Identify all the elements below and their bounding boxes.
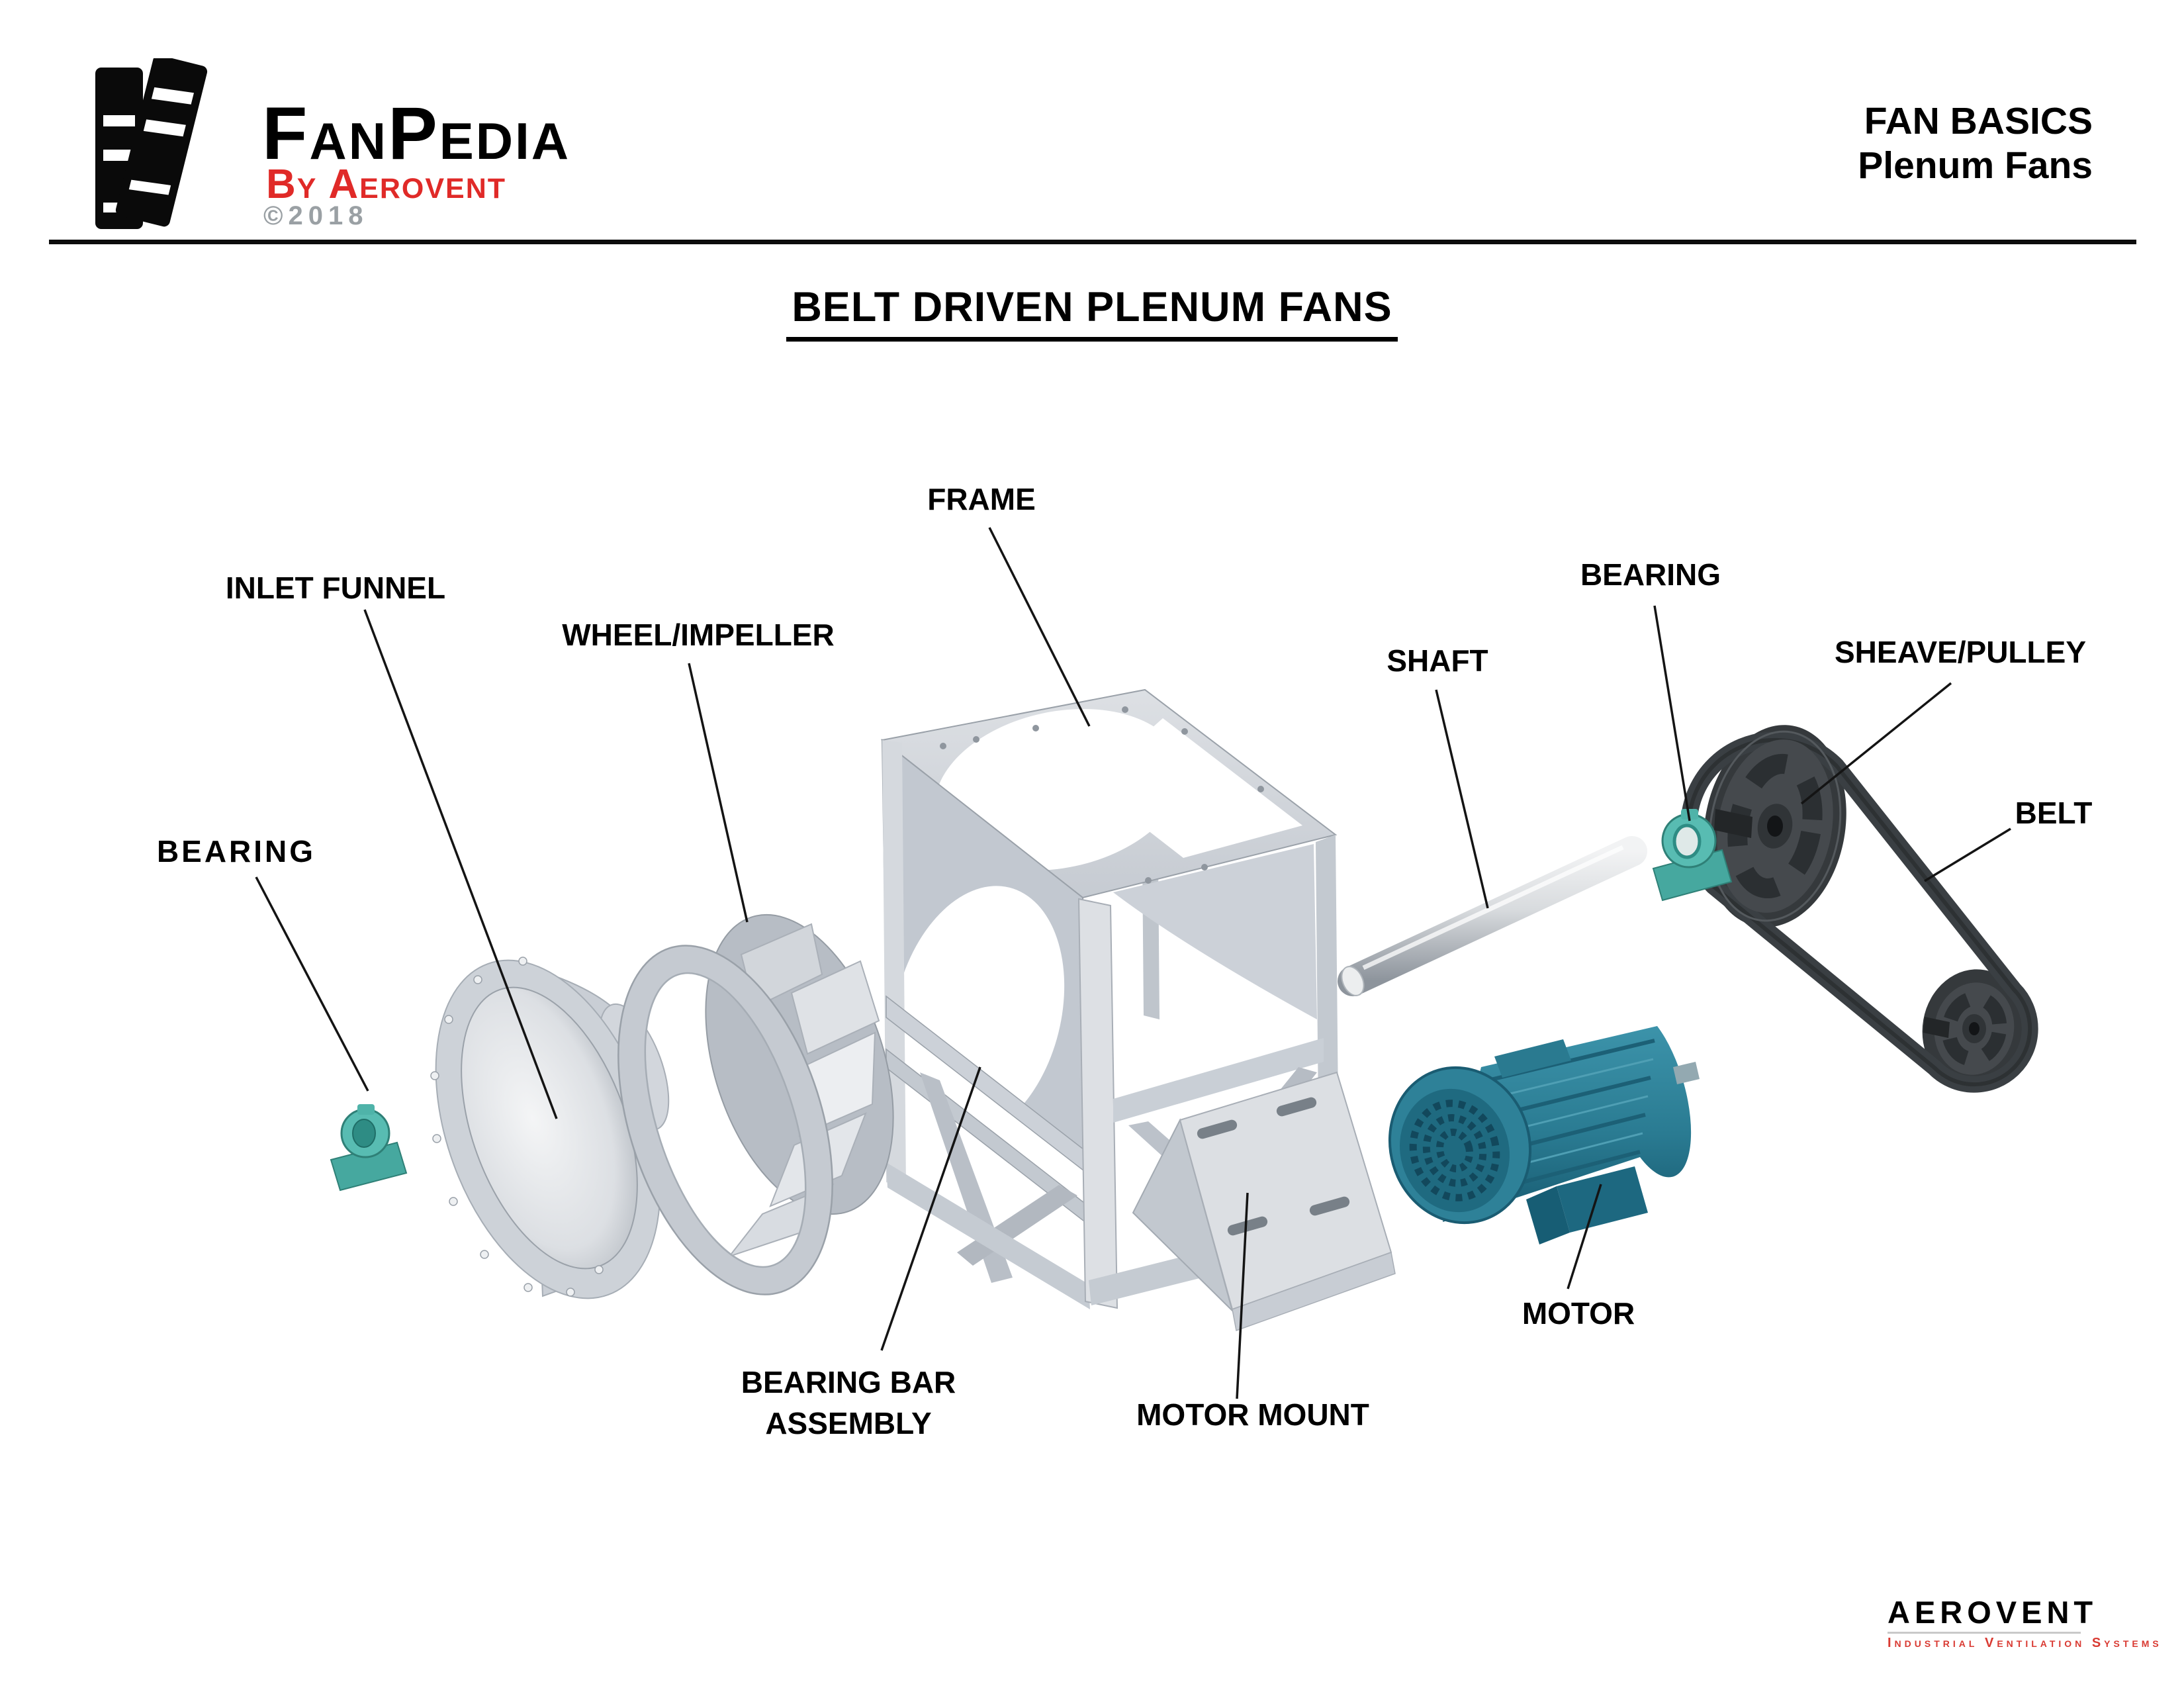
label-bearing-bar-line1: BEARING BAR [741, 1365, 956, 1399]
brand-title: FanPedia [262, 92, 571, 175]
bearing-left-block [330, 1104, 408, 1192]
belt-drive [1680, 725, 2038, 1093]
label-motor: MOTOR [1522, 1296, 1635, 1331]
sheave-pulley-large [1708, 730, 1842, 922]
funnel-flange-bolt-holes [430, 957, 604, 1297]
frame-right-mid-rail [1113, 1038, 1324, 1123]
label-bearing-right: BEARING [1580, 557, 1721, 592]
motor [1388, 1026, 1700, 1244]
frame-front-post [1077, 898, 1118, 1309]
sheave-large-hub-stub [1714, 809, 1752, 838]
leader-lines [255, 527, 2011, 1399]
motor-mount-flange [1232, 1251, 1396, 1332]
label-bearing-left: BEARING [157, 834, 316, 868]
motor-shaft-stub [1673, 1062, 1700, 1084]
bearing-left-bore [352, 1119, 376, 1148]
label-motor-mount: MOTOR MOUNT [1136, 1397, 1369, 1432]
impeller-front-ring [617, 945, 833, 1295]
bearing-right-leader [1653, 605, 1691, 821]
page-title-text: BELT DRIVEN PLENUM FANS [786, 283, 1398, 342]
footer-brand-logo: AEROVENT Industrial Ventilation Systems [1888, 1597, 2159, 1650]
label-frame: FRAME [927, 482, 1036, 516]
footer-divider [1888, 1632, 2081, 1634]
section-title: FAN BASICS [1864, 100, 2093, 142]
label-bearing-bar-line2: ASSEMBLY [765, 1406, 931, 1440]
label-inlet-funnel: INLET FUNNEL [226, 571, 445, 605]
footer-tagline: Industrial Ventilation Systems [1888, 1636, 2162, 1650]
label-wheel-impeller: WHEEL/IMPELLER [562, 618, 834, 652]
sheave-pulley-small [1923, 982, 2015, 1075]
bearing-left-lug [357, 1104, 375, 1115]
bearing-right-bore [1672, 823, 1702, 859]
belt-leader [1924, 827, 2011, 882]
motor-foot-rear [1557, 1166, 1648, 1233]
shaft-end-face [1341, 966, 1365, 996]
shaft-rod [1338, 836, 1647, 996]
label-sheave-pulley: SHEAVE/PULLEY [1835, 635, 2086, 669]
brand-copyright: ©2018 [263, 201, 369, 230]
motor-top-ridge [1494, 1039, 1571, 1078]
frame-left-bottom-rail [886, 1162, 1090, 1309]
footer-text-block: AEROVENT Industrial Ventilation Systems [1888, 1597, 2162, 1650]
shaft [1338, 836, 1647, 996]
section-subtitle: Plenum Fans [1858, 144, 2093, 187]
motor-leader [1567, 1184, 1602, 1289]
inlet-funnel [430, 957, 670, 1299]
motor-mount-slots [1197, 1097, 1350, 1236]
document-section-heading: FAN BASICS Plenum Fans [1858, 99, 2093, 188]
impeller-front-rim-outer [617, 945, 833, 1295]
inlet-funnel-leader [363, 609, 558, 1119]
header-divider [49, 240, 2136, 244]
frame-bolt-holes [940, 706, 1264, 884]
frame [880, 688, 1340, 1309]
sheave-small-hub-stub [1923, 1017, 1950, 1038]
frame-top-open-bay [1089, 718, 1302, 858]
label-belt: BELT [2015, 796, 2093, 830]
bearing-bar-leader [880, 1066, 981, 1351]
bearing-right-block [1652, 809, 1733, 902]
wheel-impeller-leader [688, 663, 749, 923]
motor-mount-leader [1236, 1192, 1249, 1399]
book-spine-right [115, 58, 208, 227]
wheel-impeller [617, 914, 894, 1295]
books-icon [95, 58, 208, 229]
sheave-pulley-leader [1800, 682, 1952, 805]
frame-left-circular-cutout [891, 886, 1065, 1140]
brand-byline: By Aerovent [266, 162, 507, 207]
bearing-left-leader [255, 876, 369, 1092]
motor-grille-holes [1409, 1100, 1500, 1201]
footer-brand-name: AEROVENT [1888, 1595, 2098, 1630]
impeller-front-rim-inner [644, 972, 807, 1268]
frame-internal-scroll-panel [1113, 844, 1317, 1019]
motor-mount [1132, 1071, 1396, 1332]
shaft-leader [1435, 689, 1489, 909]
shaft-highlight [1362, 845, 1624, 970]
motor-foot-front [1526, 1186, 1570, 1244]
label-shaft: SHAFT [1387, 643, 1488, 678]
page-title: BELT DRIVEN PLENUM FANS [0, 283, 2184, 342]
frame-leader [988, 527, 1091, 727]
